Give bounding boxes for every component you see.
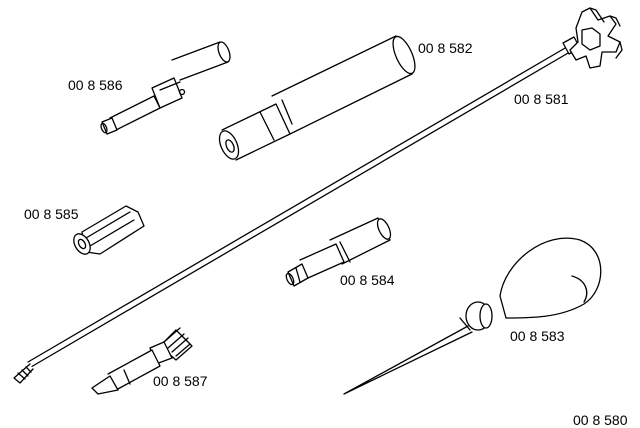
- label-00-8-580: 00 8 580: [573, 412, 628, 428]
- label-00-8-587: 00 8 587: [153, 373, 208, 389]
- tool-584-medium-pin: [285, 217, 392, 287]
- tool-586-stepped-pin: [100, 41, 231, 135]
- tool-583-bulb-awl: [343, 237, 602, 395]
- label-00-8-581: 00 8 581: [514, 91, 569, 107]
- tool-581-long-rod: [13, 7, 623, 384]
- label-00-8-582: 00 8 582: [418, 40, 473, 56]
- tool-585-hex-nut: [73, 205, 145, 255]
- tool-582-sleeve: [218, 35, 416, 161]
- label-00-8-586: 00 8 586: [68, 77, 123, 93]
- label-00-8-584: 00 8 584: [340, 272, 395, 288]
- tool-587-knurled-cone: [91, 327, 193, 395]
- label-00-8-583: 00 8 583: [510, 328, 565, 344]
- label-00-8-585: 00 8 585: [24, 206, 79, 222]
